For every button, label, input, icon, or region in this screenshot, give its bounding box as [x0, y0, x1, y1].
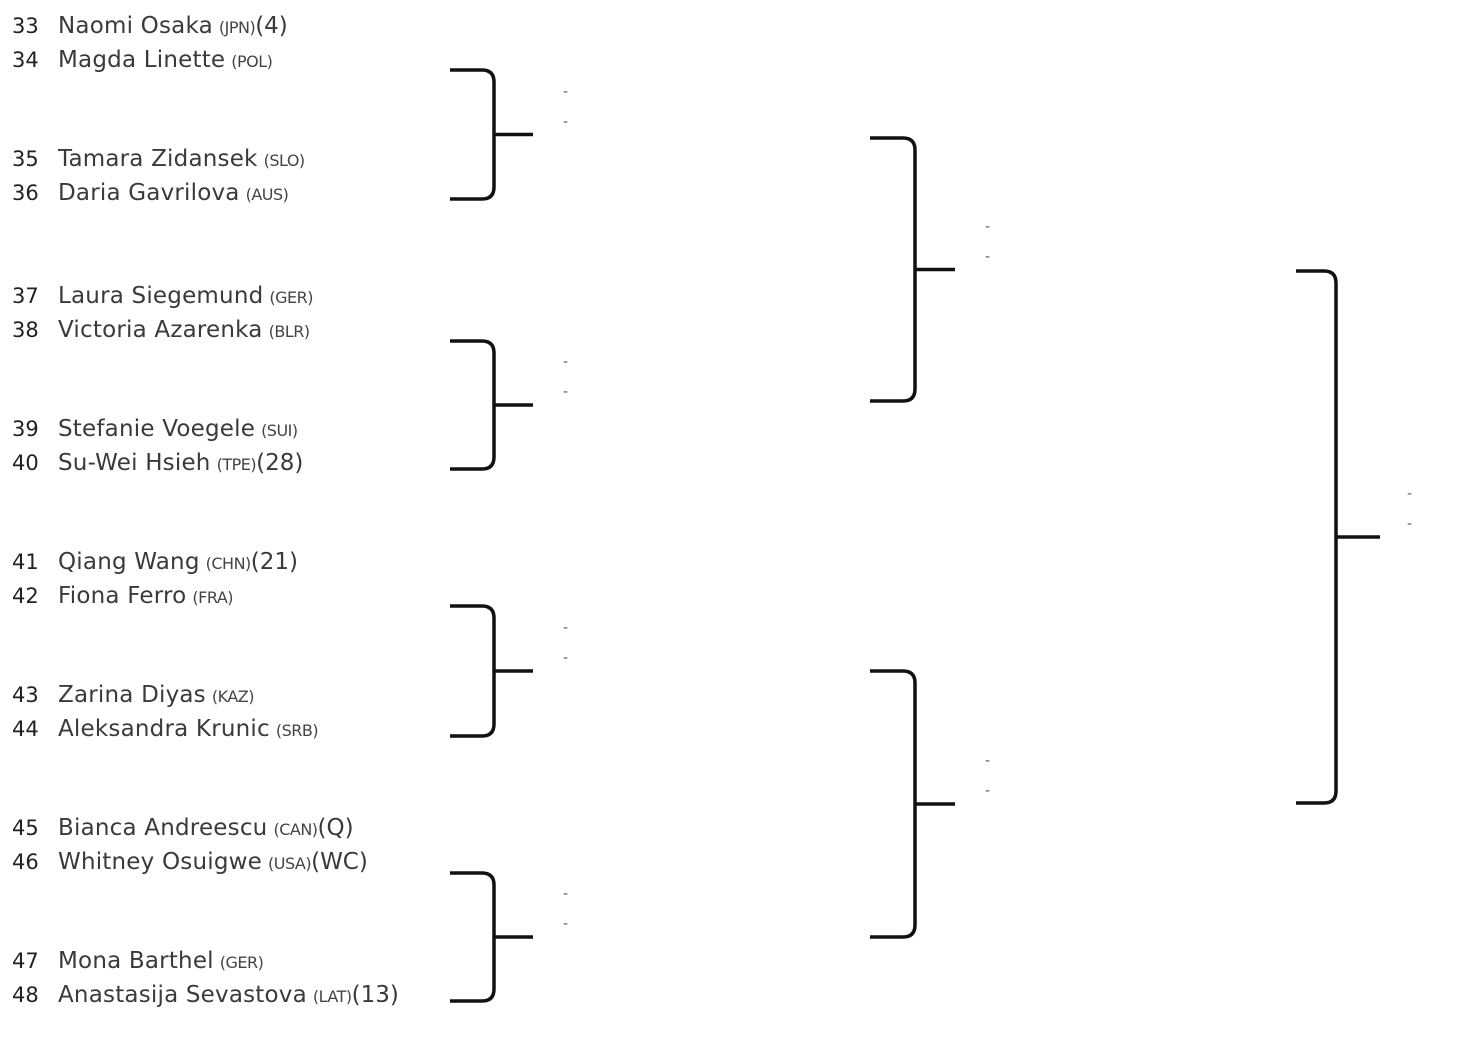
player-number: 35 [12, 147, 39, 171]
player-number: 42 [12, 584, 39, 608]
player-number: 36 [12, 181, 39, 205]
player-number: 37 [12, 284, 39, 308]
player-number: 33 [12, 14, 39, 38]
player-number: 38 [12, 318, 39, 342]
player-country: (USA) [268, 854, 312, 873]
player-row[interactable]: 47 Mona Barthel (GER) [12, 946, 264, 976]
match-score: - [563, 83, 569, 100]
player-row[interactable]: 36 Daria Gavrilova (AUS) [12, 178, 289, 208]
match-score: - [563, 113, 569, 130]
bracket-connector [450, 339, 533, 471]
player-seed: (13) [351, 982, 399, 1008]
player-row[interactable]: 44 Aleksandra Krunic (SRB) [12, 714, 319, 744]
player-seed: (21) [250, 549, 298, 575]
player-name: Mona Barthel [58, 948, 214, 974]
player-country: (CAN) [273, 820, 318, 839]
match-score: - [563, 886, 569, 902]
player-number: 39 [12, 417, 39, 441]
bracket-connector [450, 68, 533, 201]
player-row[interactable]: 34 Magda Linette (POL) [12, 45, 273, 75]
player-number: 40 [12, 451, 39, 475]
player-name: Stefanie Voegele [58, 416, 256, 442]
player-name: Daria Gavrilova [58, 180, 240, 206]
player-row[interactable]: 35 Tamara Zidansek (SLO) [12, 144, 305, 174]
match-score: - [563, 620, 569, 636]
player-country: (POL) [231, 52, 273, 71]
player-name: Aleksandra Krunic [58, 716, 270, 742]
bracket-connector [870, 669, 955, 939]
match-score: - [563, 650, 569, 666]
player-country: (BLR) [268, 322, 311, 341]
player-name: Magda Linette [58, 47, 226, 73]
player-country: (KAZ) [211, 687, 255, 706]
bracket-connector [450, 604, 533, 738]
player-name: Naomi Osaka [58, 13, 213, 39]
player-row[interactable]: 37 Laura Siegemund (GER) [12, 281, 314, 311]
match-score: - [563, 916, 569, 932]
player-country: (GER) [219, 953, 264, 972]
player-country: (TPE) [216, 455, 257, 474]
player-number: 34 [12, 48, 39, 72]
player-row[interactable]: 33 Naomi Osaka (JPN)(4) [12, 11, 288, 41]
player-row[interactable]: 40 Su-Wei Hsieh (TPE)(28) [12, 448, 303, 478]
match-score: - [1407, 516, 1413, 532]
match-score: - [985, 248, 991, 265]
player-name: Victoria Azarenka [58, 317, 263, 343]
player-country: (SRB) [275, 721, 319, 740]
bracket-connector [1296, 269, 1380, 805]
match-score: - [563, 354, 569, 370]
player-row[interactable]: 39 Stefanie Voegele (SUI) [12, 414, 298, 444]
player-number: 45 [12, 816, 39, 840]
player-country: (SUI) [261, 421, 298, 440]
player-row[interactable]: 42 Fiona Ferro (FRA) [12, 581, 234, 611]
player-name: Zarina Diyas [58, 682, 206, 708]
player-row[interactable]: 45 Bianca Andreescu (CAN)(Q) [12, 813, 354, 843]
match-score: - [985, 218, 991, 235]
player-row[interactable]: 41 Qiang Wang (CHN)(21) [12, 547, 298, 577]
bracket-connector [870, 136, 955, 403]
player-number: 48 [12, 983, 39, 1007]
player-country: (AUS) [245, 185, 289, 204]
player-number: 44 [12, 717, 39, 741]
match-score: - [985, 753, 991, 769]
player-row[interactable]: 46 Whitney Osuigwe (USA)(WC) [12, 847, 368, 877]
player-row[interactable]: 43 Zarina Diyas (KAZ) [12, 680, 254, 710]
player-country: (SLO) [263, 151, 306, 170]
player-country: (FRA) [192, 588, 234, 607]
player-name: Qiang Wang [58, 549, 200, 575]
player-name: Bianca Andreescu [58, 815, 268, 841]
player-country: (LAT) [312, 987, 352, 1006]
player-name: Anastasija Sevastova [58, 982, 307, 1008]
player-country: (GER) [269, 288, 314, 307]
player-seed: (Q) [317, 815, 354, 841]
player-name: Tamara Zidansek [58, 146, 258, 172]
player-number: 47 [12, 949, 39, 973]
player-seed: (28) [256, 450, 304, 476]
player-name: Fiona Ferro [58, 583, 187, 609]
player-number: 43 [12, 683, 39, 707]
player-seed: (WC) [311, 849, 368, 875]
player-row[interactable]: 48 Anastasija Sevastova (LAT)(13) [12, 980, 399, 1010]
player-name: Laura Siegemund [58, 283, 264, 309]
match-score: - [1407, 486, 1413, 502]
player-name: Su-Wei Hsieh [58, 450, 211, 476]
player-name: Whitney Osuigwe [58, 849, 262, 875]
match-score: - [563, 384, 569, 400]
player-number: 46 [12, 850, 39, 874]
player-seed: (4) [255, 13, 288, 39]
match-score: - [985, 783, 991, 799]
bracket-connector [450, 871, 533, 1003]
player-number: 41 [12, 550, 39, 574]
player-country: (CHN) [205, 554, 252, 573]
player-row[interactable]: 38 Victoria Azarenka (BLR) [12, 315, 310, 345]
player-country: (JPN) [218, 18, 256, 37]
